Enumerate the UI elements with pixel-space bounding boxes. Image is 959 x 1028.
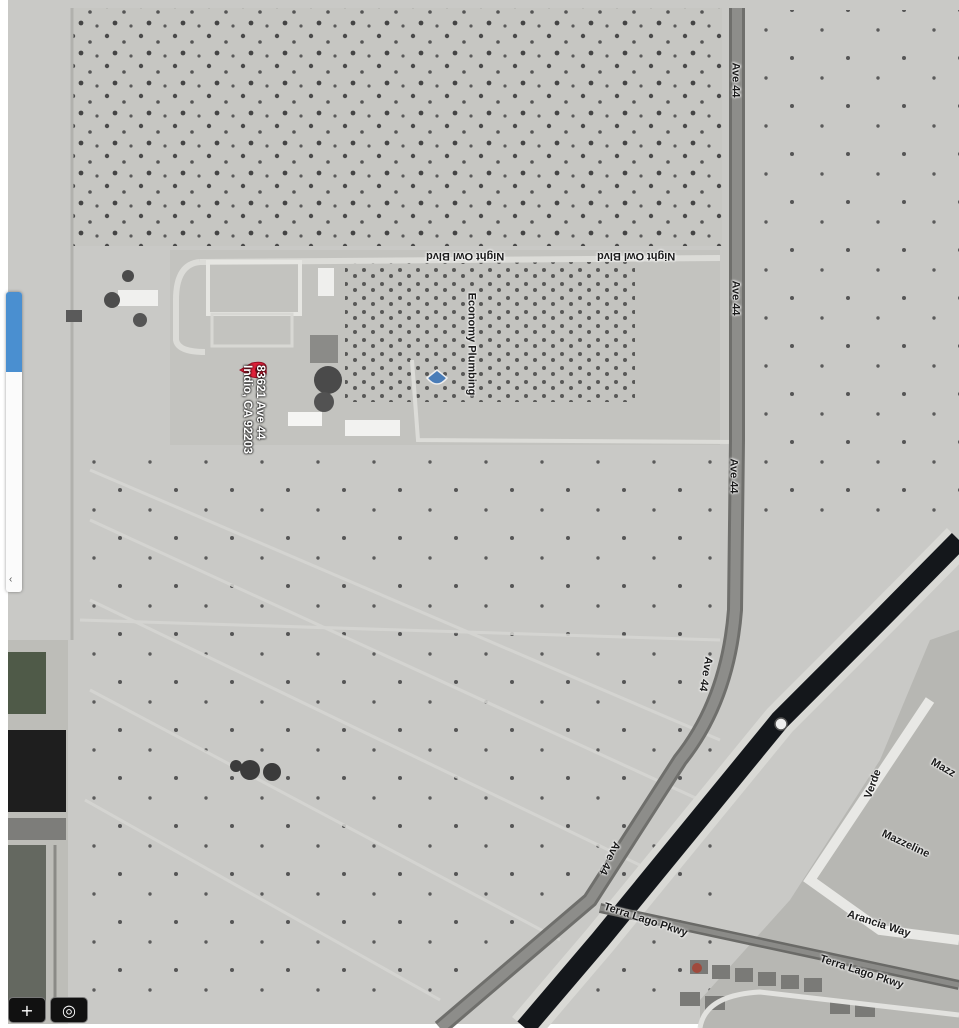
chevron-left-icon[interactable]: ‹ xyxy=(9,574,13,585)
poi-label[interactable]: Economy Plumbing xyxy=(465,292,478,396)
pin-address-line1: 83621 Ave 44 xyxy=(254,365,268,440)
locate-button[interactable]: ◎ xyxy=(50,997,88,1023)
location-pin-icon[interactable] xyxy=(238,358,268,382)
pin-address: 83621 Ave 44 Indio, CA 92203 xyxy=(241,365,268,465)
road-label-night-owl: Night Owl Blvd xyxy=(426,250,505,262)
side-panel-accent xyxy=(6,292,22,372)
road-label-ave44: Ave 44 xyxy=(727,458,740,494)
road-label-ave44: Ave 44 xyxy=(729,62,742,98)
road-label-ave44: Ave 44 xyxy=(729,280,742,316)
road-label-night-owl: Night Owl Blvd xyxy=(597,250,676,262)
pin-address-line2: Indio, CA 92203 xyxy=(241,365,255,454)
zoom-in-button[interactable]: + xyxy=(8,997,46,1023)
side-panel[interactable]: ‹ xyxy=(6,292,22,592)
